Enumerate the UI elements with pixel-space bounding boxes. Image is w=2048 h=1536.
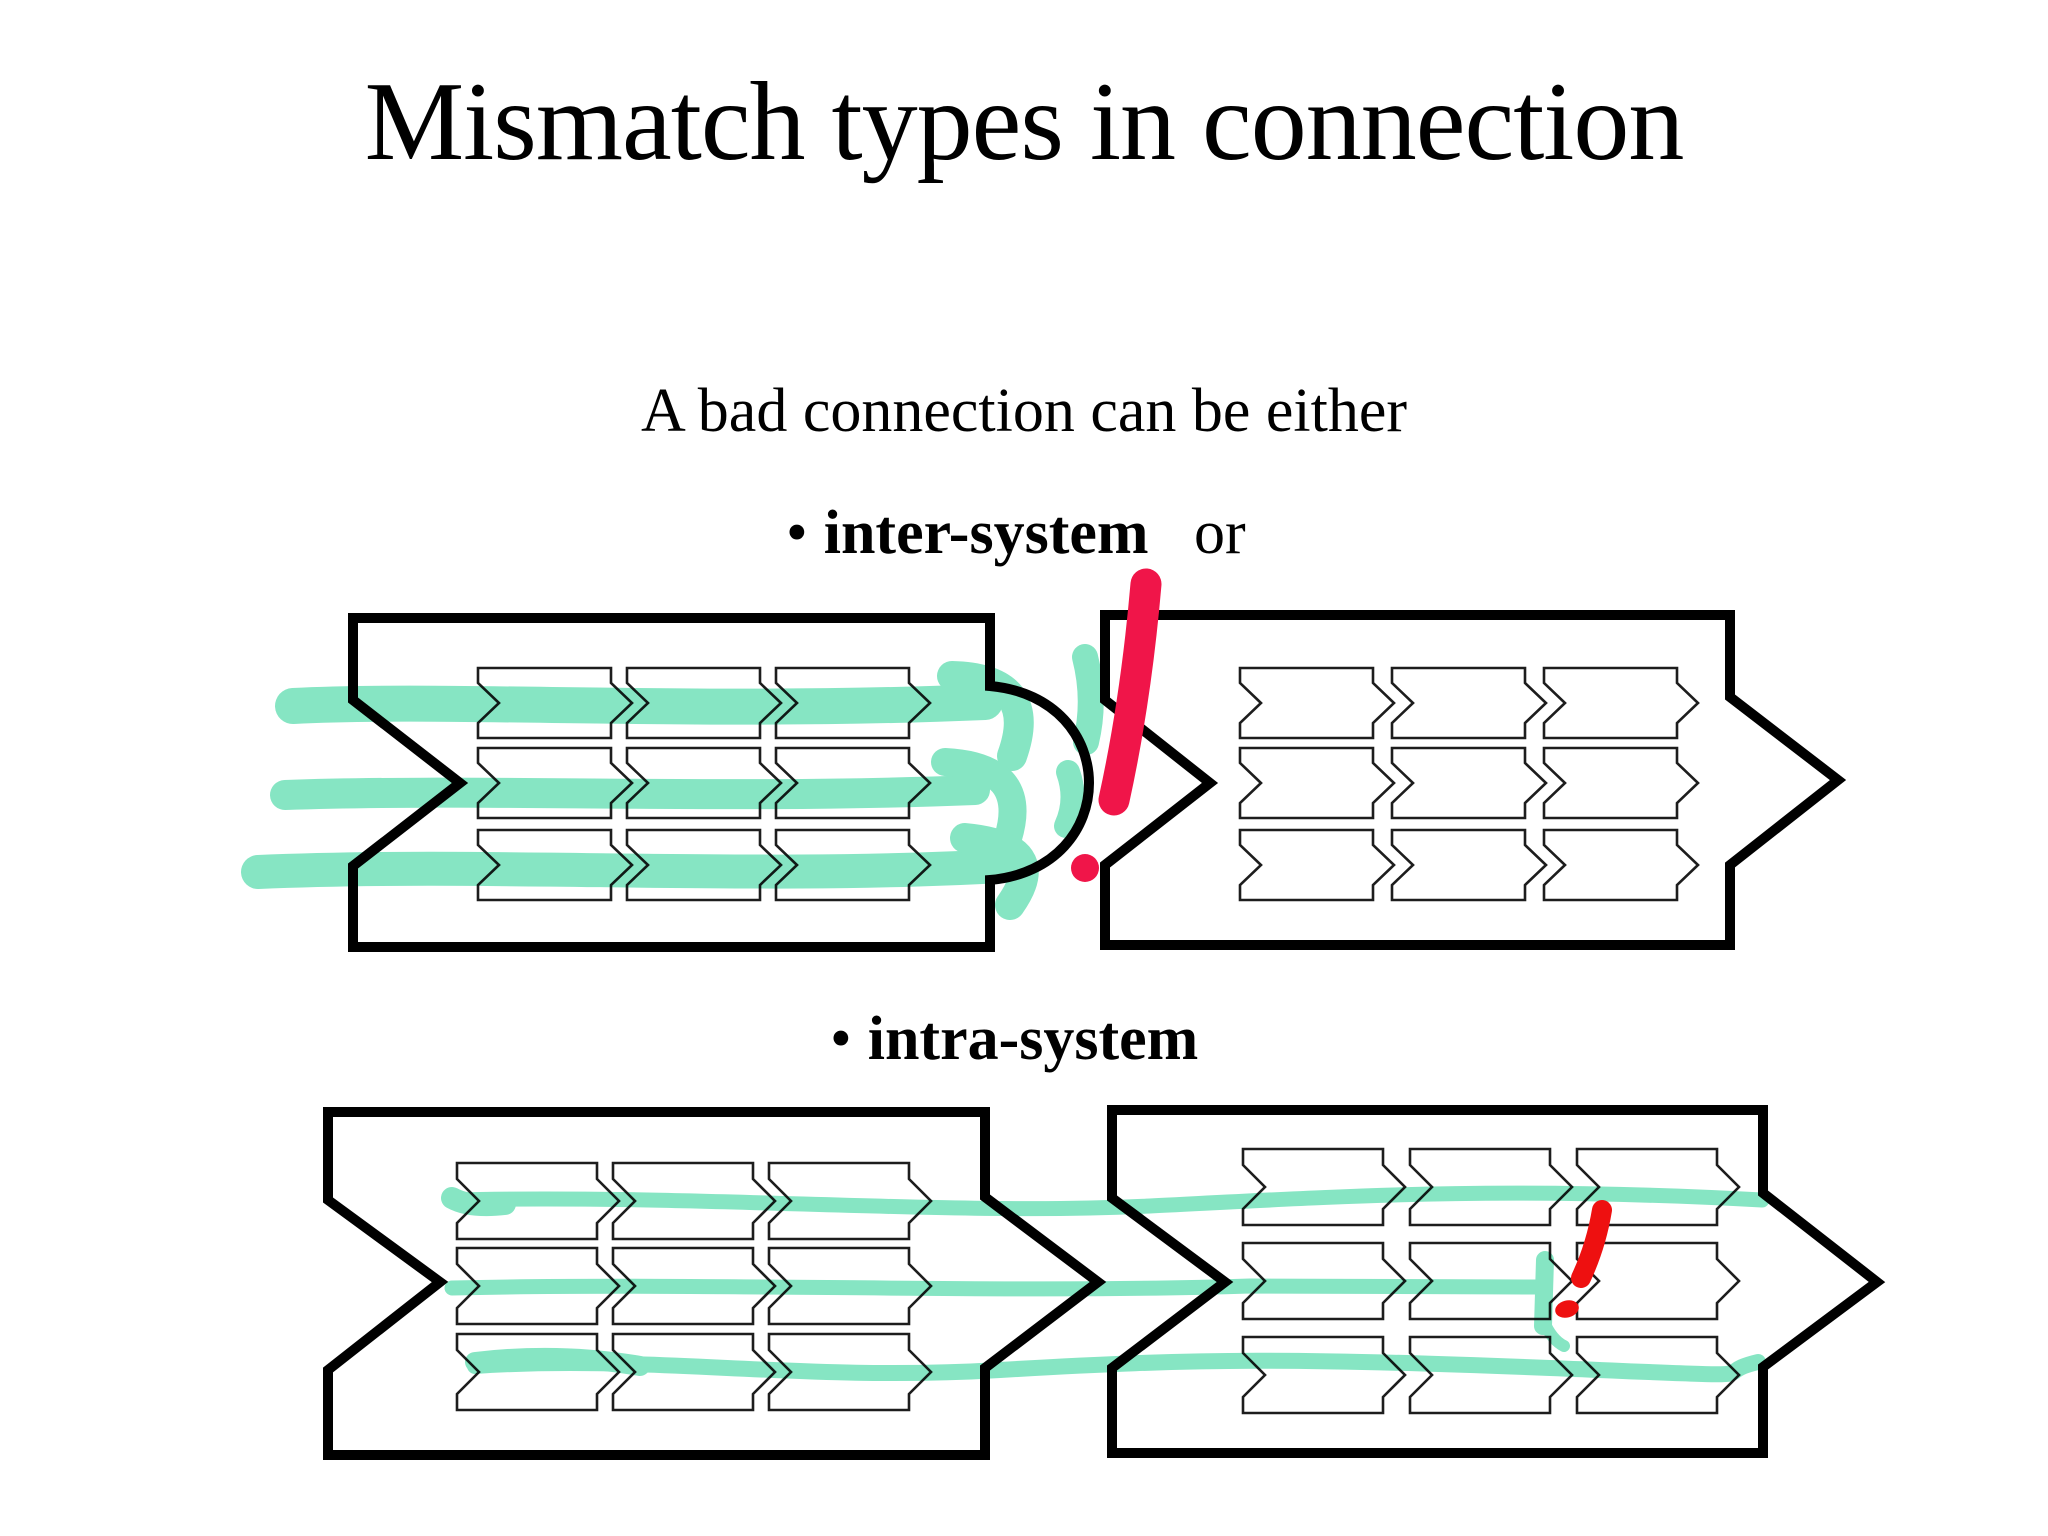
bullet-inter-system: •inter-system or — [786, 502, 1246, 564]
flow-arrow-mid-head — [931, 748, 1027, 852]
flow-arrow-mid-spill — [1054, 760, 1085, 838]
intra-mismatch-exclamation-icon — [1555, 1200, 1612, 1318]
flow-arrow-top — [275, 684, 1003, 725]
slide-subtitle: A bad connection can be either — [640, 377, 1408, 445]
exclamation-dot — [1555, 1300, 1579, 1318]
inter-flow-arrows — [241, 644, 1104, 920]
exclamation-stroke — [1571, 1200, 1612, 1288]
flow-line-bottom — [467, 1352, 1766, 1383]
diagram-intra-system — [323, 1105, 1886, 1460]
page-title: Mismatch types in connection — [364, 60, 1685, 184]
flow-line-mid-terminal — [1534, 1251, 1554, 1335]
exclamation-dot — [1071, 854, 1099, 882]
flow-arrow-bottom — [241, 849, 1017, 889]
bullet-dot: • — [830, 1005, 852, 1073]
flow-arrow-top-spill — [1072, 644, 1104, 755]
bullet-intra-system: •intra-system — [830, 1008, 1228, 1070]
flow-line-mid — [444, 1278, 1543, 1297]
flow-arrow-bottom-head — [950, 823, 1039, 920]
bullet-inter-label: inter-system — [823, 499, 1149, 567]
flow-arrow-mid — [270, 775, 990, 810]
bullet-inter-suffix: or — [1178, 499, 1246, 567]
flow-line-mid-terminal-tail — [1538, 1316, 1570, 1352]
diagram-inter-system — [241, 568, 1847, 952]
exclamation-stroke — [1098, 568, 1162, 816]
flow-line-top — [444, 1185, 1770, 1217]
intra-flow-lines — [441, 1185, 1770, 1383]
inter-mismatch-exclamation-icon — [1071, 568, 1162, 882]
bullet-intra-label: intra-system — [867, 1005, 1199, 1073]
flow-arrow-top-head — [937, 661, 1034, 771]
flow-line-bottom-start — [465, 1347, 650, 1376]
bullet-dot: • — [786, 499, 808, 567]
flow-line-top-start — [441, 1187, 516, 1217]
